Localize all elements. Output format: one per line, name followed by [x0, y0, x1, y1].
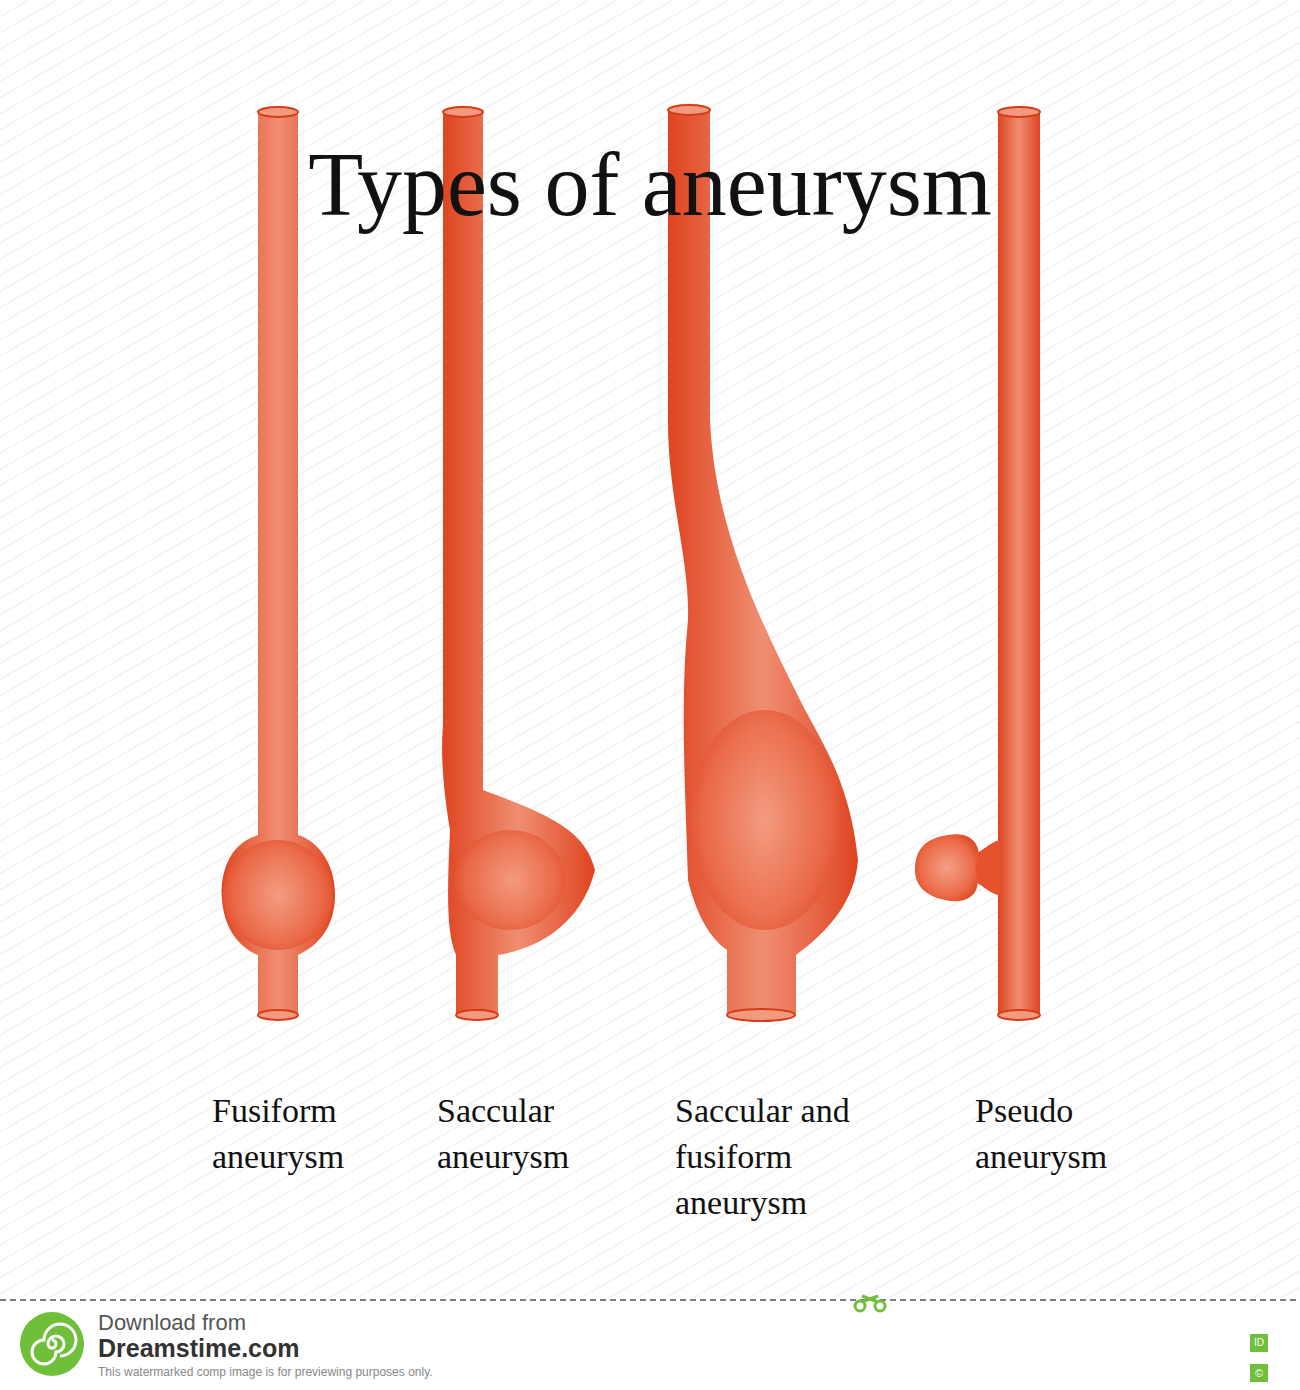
striped-ground: [0, 0, 1300, 1298]
saccular-vessel: [442, 107, 595, 1020]
id-mark: ID: [1250, 1335, 1268, 1351]
type-label: Pseudo aneurysm: [975, 1088, 1145, 1180]
type-label: Fusiform aneurysm: [212, 1088, 382, 1180]
copyright-badge: [1250, 1364, 1268, 1382]
saccular-fusiform-vessel: [668, 105, 858, 1021]
copyright-mark: ©: [1250, 1365, 1268, 1381]
id-badge: [1250, 1334, 1268, 1352]
watermark-text: Dreamstime.com: [98, 1334, 398, 1362]
fusiform-vessel: [222, 107, 335, 1020]
scissors-icon: [855, 1296, 885, 1311]
type-label: Saccular and fusiform aneurysm: [675, 1088, 890, 1226]
pseudo-vessel: [915, 107, 1040, 1020]
watermark-text: Download from: [98, 1310, 398, 1336]
diagram-title: Types of aneurysm: [0, 135, 1300, 235]
cut-line: [0, 1299, 1300, 1301]
watermark-text: This watermarked comp image is for previ…: [98, 1364, 598, 1380]
type-label: Saccular aneurysm: [437, 1088, 607, 1180]
dreamstime-logo: [20, 1312, 84, 1376]
